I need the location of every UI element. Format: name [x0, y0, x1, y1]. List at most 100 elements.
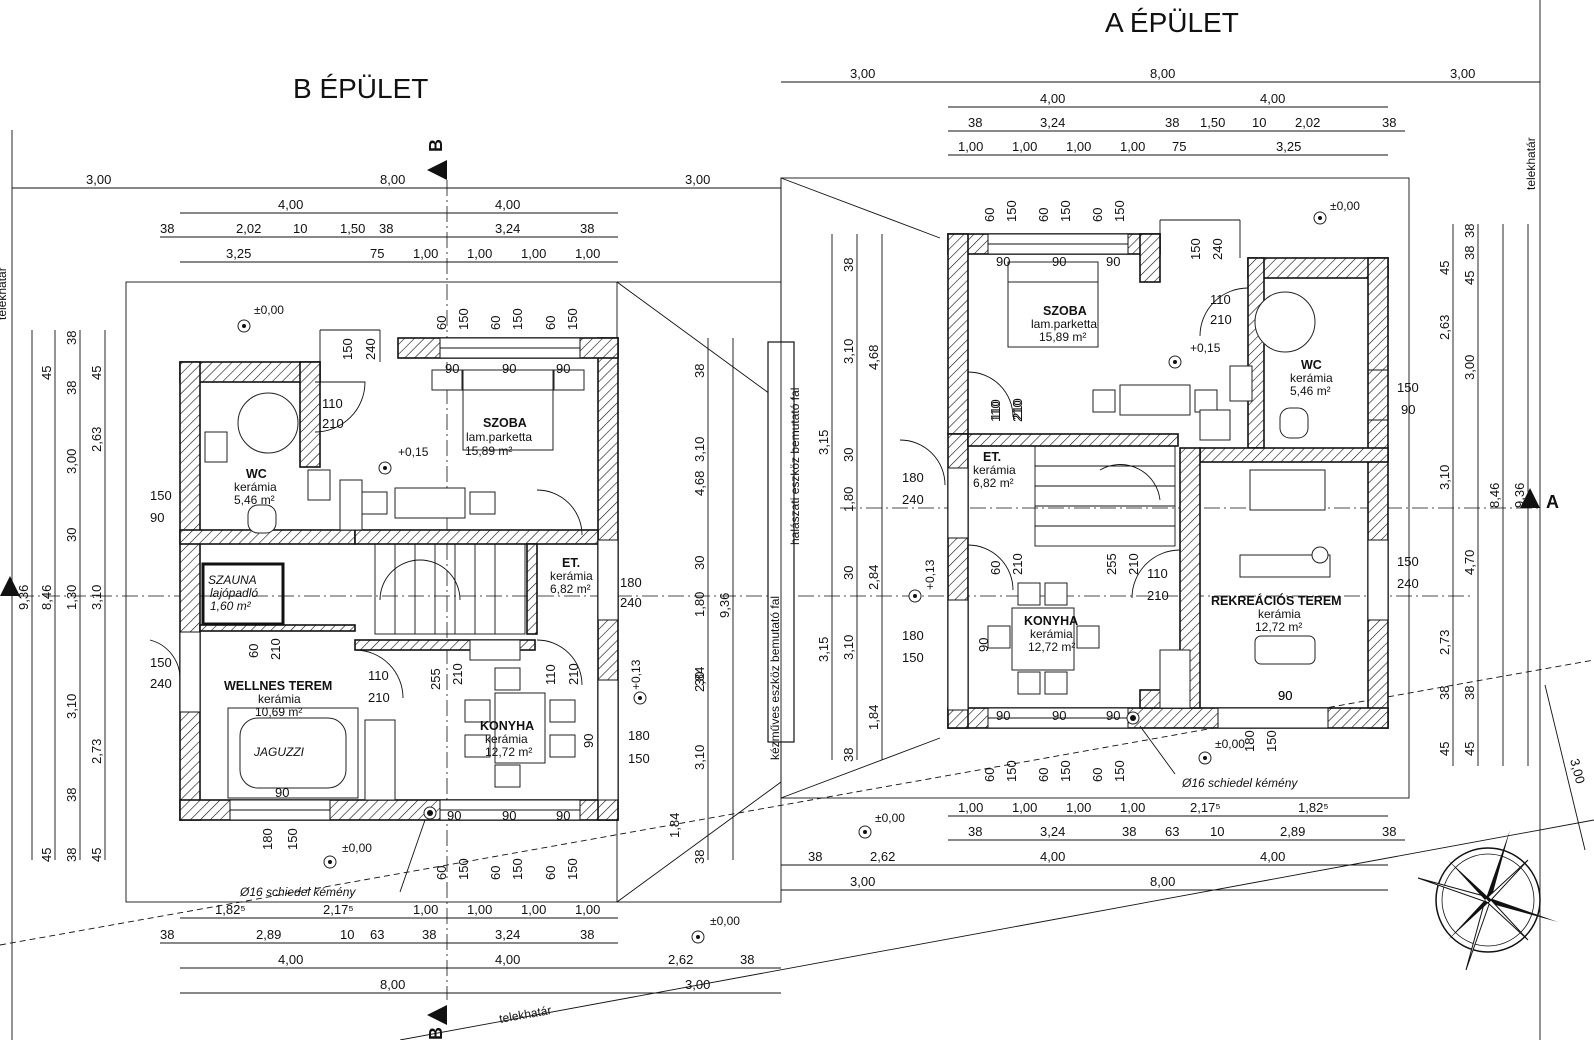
svg-text:6,82 m²: 6,82 m² — [973, 476, 1014, 490]
svg-text:1,00: 1,00 — [575, 246, 600, 261]
svg-text:1,00: 1,00 — [1120, 800, 1145, 815]
svg-text:±0,00: ±0,00 — [875, 811, 905, 825]
svg-text:210: 210 — [1147, 588, 1169, 603]
svg-text:90: 90 — [556, 361, 570, 376]
room-b-wc: WC kerámia 5,46 m² — [234, 467, 277, 507]
level-marker: +0,15 — [1168, 341, 1221, 369]
svg-text:5,46 m²: 5,46 m² — [1290, 384, 1331, 398]
svg-text:38: 38 — [1165, 115, 1179, 130]
svg-text:15,89 m²: 15,89 m² — [465, 444, 512, 458]
svg-text:3,10: 3,10 — [841, 339, 856, 364]
section-a-label: A — [1546, 492, 1559, 512]
svg-text:WC: WC — [246, 467, 267, 481]
svg-text:150: 150 — [1004, 200, 1019, 222]
svg-text:150: 150 — [902, 650, 924, 665]
svg-text:38: 38 — [808, 849, 822, 864]
svg-text:150: 150 — [456, 858, 471, 880]
svg-text:150: 150 — [1004, 760, 1019, 782]
svg-text:45: 45 — [1462, 742, 1477, 756]
svg-text:4,00: 4,00 — [495, 197, 520, 212]
boundary-label-right: telekhatár — [1524, 137, 1538, 190]
svg-text:90: 90 — [1052, 254, 1066, 269]
svg-text:60: 60 — [982, 208, 997, 222]
svg-text:KONYHA: KONYHA — [1024, 614, 1078, 628]
svg-text:8,46: 8,46 — [1487, 483, 1502, 508]
chimney-label-a: Ø16 schiedel kémény — [1181, 776, 1298, 790]
svg-text:3,00: 3,00 — [850, 66, 875, 81]
svg-text:kerámia: kerámia — [234, 480, 277, 494]
svg-text:150: 150 — [628, 751, 650, 766]
dimension-chain-b-right: 9,36 4,68 38 3,10 30 1,80 30 2,84 3,10 3… — [667, 338, 734, 864]
svg-text:38: 38 — [1462, 686, 1477, 700]
svg-text:38: 38 — [740, 952, 754, 967]
svg-text:38: 38 — [580, 927, 594, 942]
svg-text:3,15: 3,15 — [816, 430, 831, 455]
svg-text:38: 38 — [1382, 824, 1396, 839]
svg-text:12,72 m²: 12,72 m² — [1028, 640, 1075, 654]
svg-text:12,72 m²: 12,72 m² — [1255, 620, 1302, 634]
svg-text:180: 180 — [902, 470, 924, 485]
svg-text:90: 90 — [275, 785, 289, 800]
building-a: Ø16 schiedel kémény SZOBA lam.parketta 1… — [781, 66, 1588, 891]
svg-text:4,00: 4,00 — [1260, 849, 1285, 864]
building-b-title: B ÉPÜLET — [293, 73, 428, 104]
svg-text:150: 150 — [1264, 730, 1279, 752]
svg-text:210: 210 — [1210, 312, 1232, 327]
weaving-wall-label: halászati eszköz bemutató fal — [788, 388, 802, 545]
svg-text:150: 150 — [565, 308, 580, 330]
slanted-dimension: 3,00 — [1567, 757, 1588, 785]
svg-text:90: 90 — [1278, 688, 1292, 703]
level-marker: +0,15 — [378, 445, 429, 475]
svg-text:90: 90 — [1278, 688, 1292, 703]
level-marker: +0,13 — [908, 559, 937, 603]
svg-text:1,00: 1,00 — [958, 800, 983, 815]
svg-text:38: 38 — [841, 748, 856, 762]
svg-text:38: 38 — [64, 331, 79, 345]
svg-text:60: 60 — [1090, 768, 1105, 782]
svg-text:lam.parketta: lam.parketta — [1031, 317, 1097, 331]
svg-text:60: 60 — [1090, 208, 1105, 222]
svg-text:1,00: 1,00 — [1066, 800, 1091, 815]
svg-text:1,84: 1,84 — [667, 813, 682, 838]
svg-text:90: 90 — [1106, 254, 1120, 269]
svg-text:4,00: 4,00 — [278, 952, 303, 967]
svg-text:10: 10 — [293, 221, 307, 236]
svg-text:1,84: 1,84 — [866, 705, 881, 730]
svg-text:210: 210 — [450, 663, 465, 685]
svg-text:90: 90 — [996, 254, 1010, 269]
svg-text:3,00: 3,00 — [1462, 355, 1477, 380]
svg-text:5,46 m²: 5,46 m² — [234, 493, 275, 507]
svg-text:kerámia: kerámia — [1030, 627, 1073, 641]
svg-text:1,00: 1,00 — [467, 246, 492, 261]
svg-text:4,68: 4,68 — [692, 471, 707, 496]
svg-text:38: 38 — [1122, 824, 1136, 839]
svg-text:60: 60 — [246, 644, 261, 658]
svg-text:9,36: 9,36 — [717, 593, 732, 618]
svg-text:lajópadló: lajópadló — [210, 586, 258, 600]
svg-text:3,10: 3,10 — [1437, 465, 1452, 490]
svg-text:REKREÁCIÓS TEREM: REKREÁCIÓS TEREM — [1211, 593, 1342, 608]
section-b-bottom-label: B — [426, 1027, 446, 1040]
svg-text:150: 150 — [150, 488, 172, 503]
building-b: JAGUZZI Ø16 schiedel kémény SZOBA lam.pa… — [12, 172, 782, 994]
svg-text:±0,00: ±0,00 — [1215, 737, 1245, 751]
chimney-label-b: Ø16 schiedel kémény — [239, 885, 356, 899]
svg-text:1,00: 1,00 — [1120, 139, 1145, 154]
svg-text:45: 45 — [39, 848, 54, 862]
svg-text:90: 90 — [1106, 708, 1120, 723]
svg-text:210: 210 — [1126, 553, 1141, 575]
svg-text:12,72 m²: 12,72 m² — [485, 745, 532, 759]
svg-text:2,89: 2,89 — [256, 927, 281, 942]
svg-text:6,82 m²: 6,82 m² — [550, 582, 591, 596]
room-b-szoba: SZOBA lam.parketta 15,89 m² — [465, 416, 532, 458]
section-b-top-label: B — [426, 139, 446, 152]
svg-text:38: 38 — [1382, 115, 1396, 130]
svg-text:38: 38 — [379, 221, 393, 236]
svg-text:150: 150 — [1058, 200, 1073, 222]
svg-text:110: 110 — [988, 399, 1003, 420]
svg-text:1,00: 1,00 — [413, 246, 438, 261]
svg-text:110: 110 — [988, 401, 1003, 422]
room-b-et: ET. kerámia 6,82 m² — [550, 556, 593, 596]
svg-text:kerámia: kerámia — [550, 569, 593, 583]
svg-text:38: 38 — [1462, 224, 1477, 238]
